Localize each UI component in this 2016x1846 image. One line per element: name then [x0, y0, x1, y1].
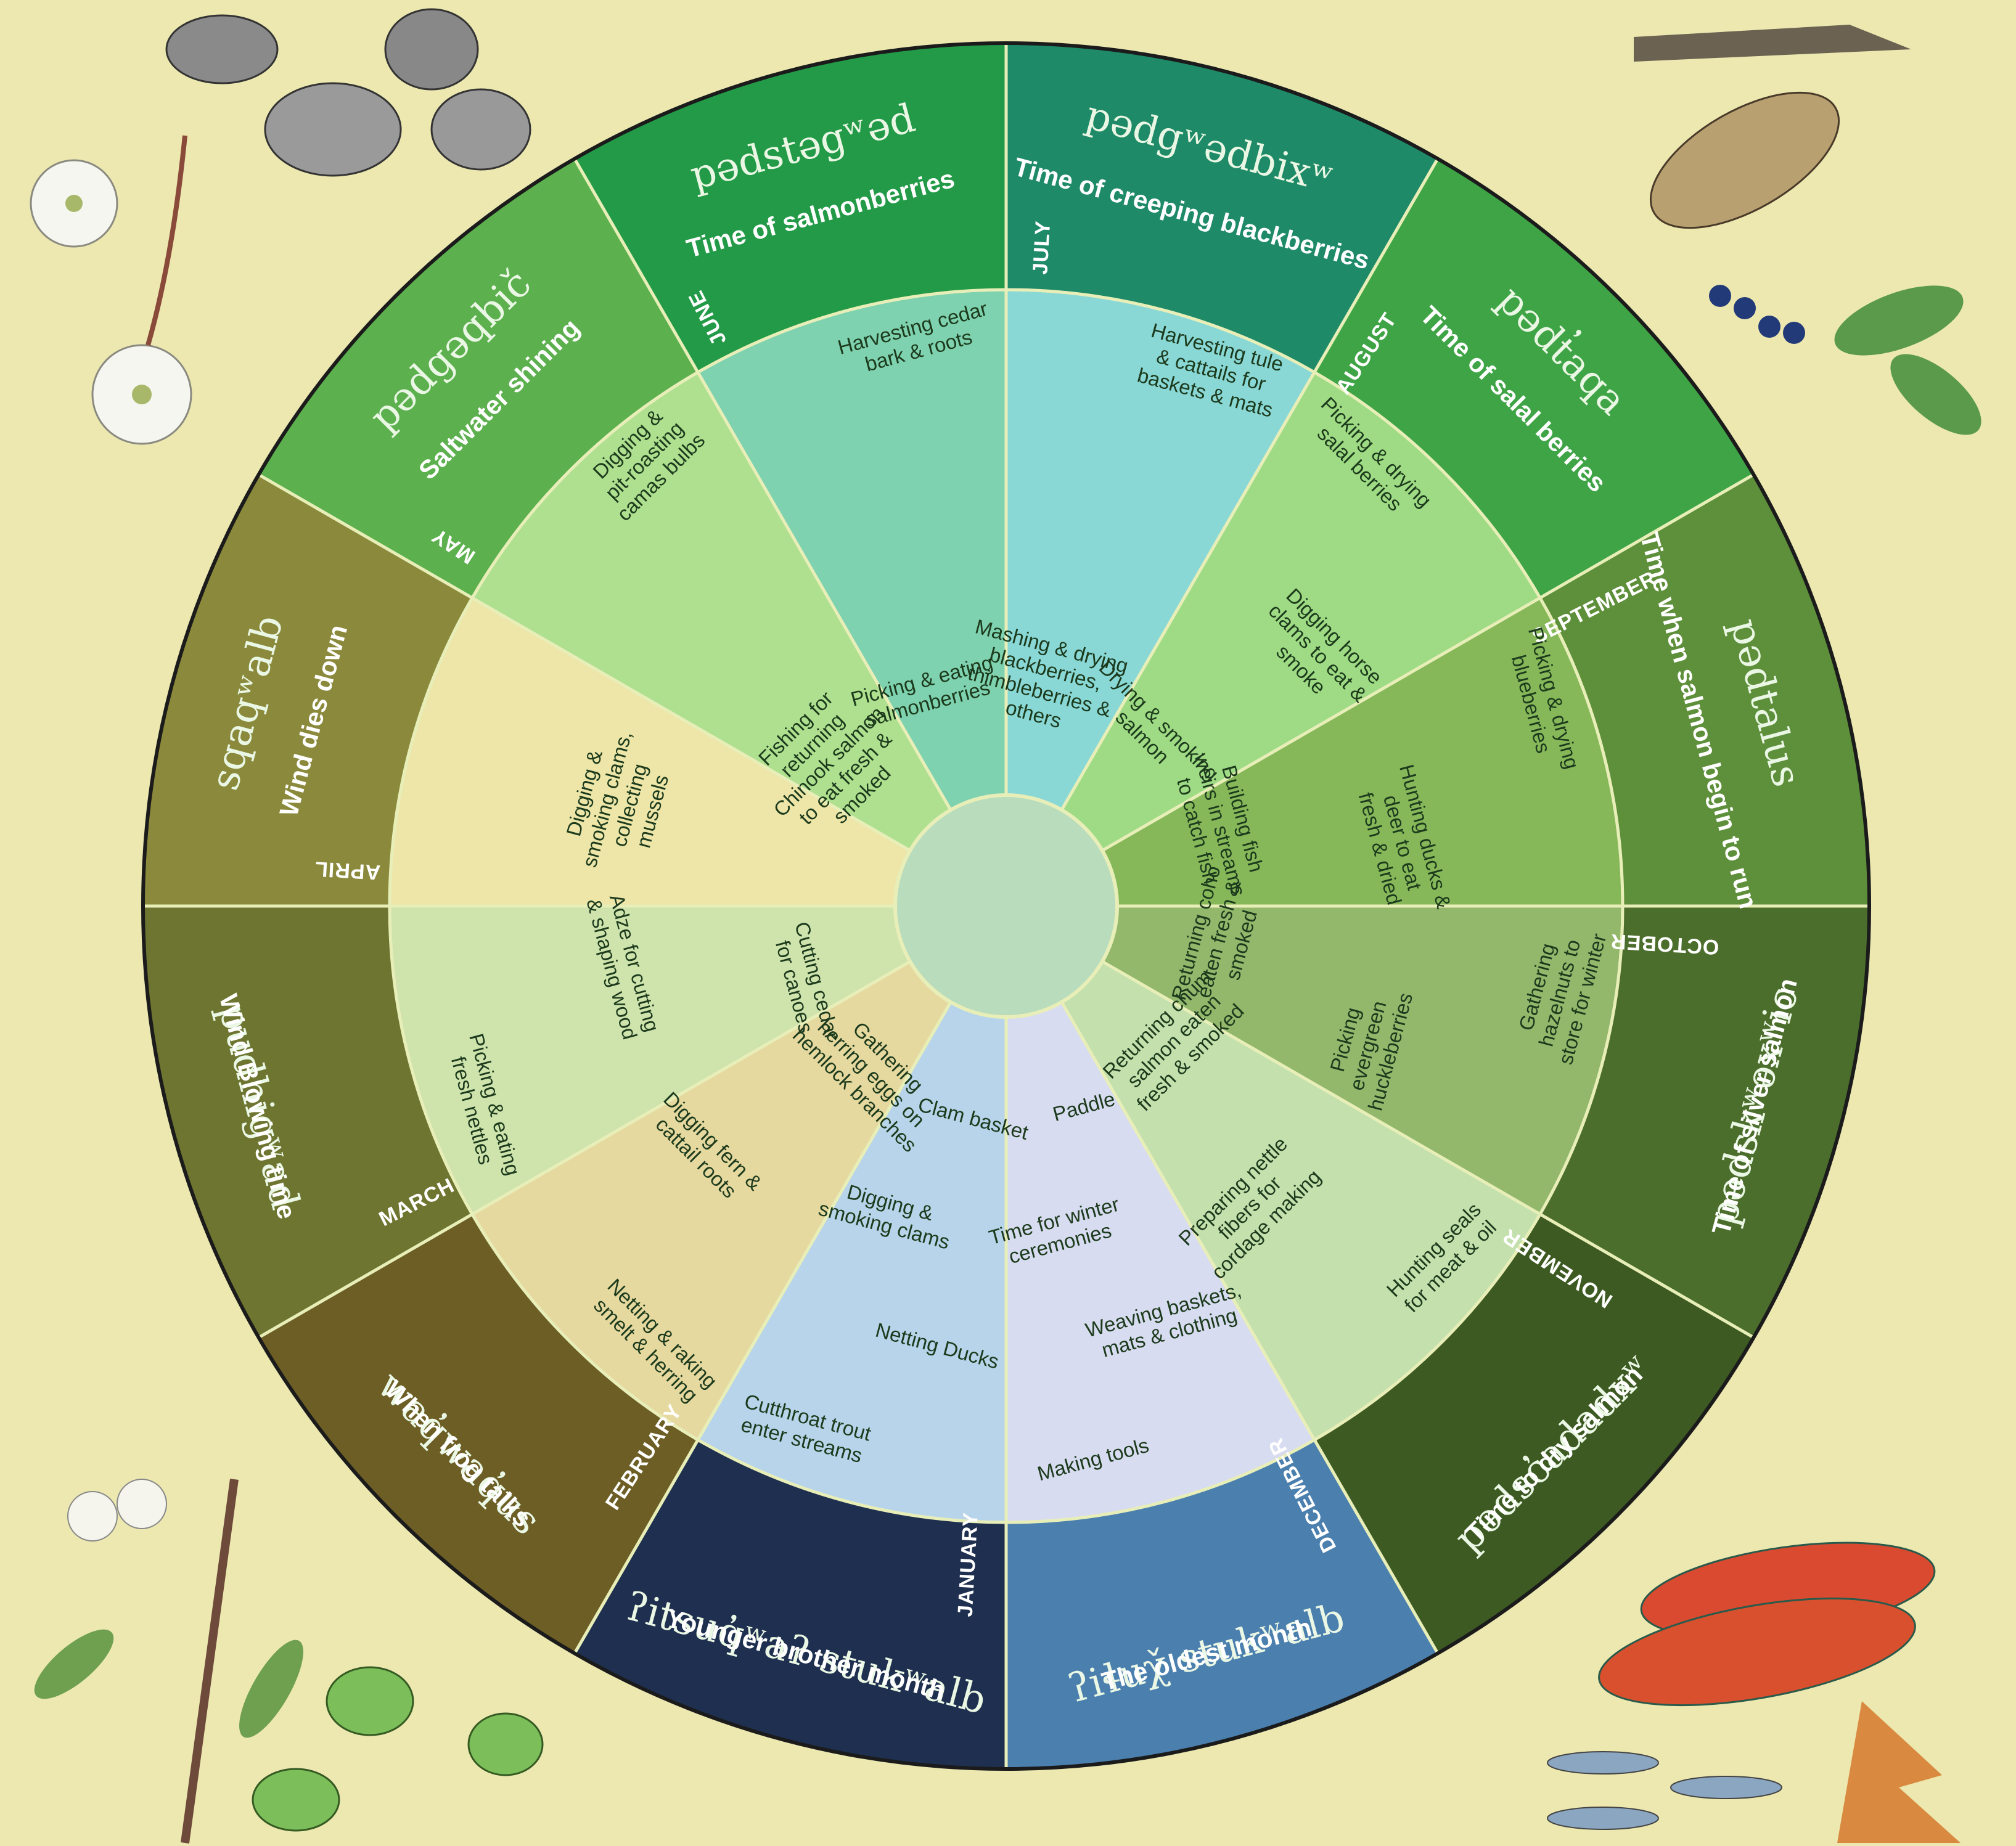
activity-may-0: Fishing forreturningChinook salmonto eat…: [736, 669, 922, 854]
month-label-january: JANUARY: [954, 1511, 983, 1617]
dogwood-flower-icon: [30, 135, 192, 445]
activity-wedges: [388, 288, 1625, 1524]
outer-ring: [141, 41, 1871, 1771]
month-bands: [141, 41, 1871, 1771]
salal-berries-icon: [1709, 285, 1981, 435]
month-label-july: JULY: [1028, 220, 1055, 276]
thrush-bird-icon: [1634, 25, 1911, 229]
month-label-april: APRIL: [314, 857, 381, 884]
sockeye-salmon-icon: [1598, 1542, 1961, 1843]
decorations: [30, 8, 1981, 1844]
center-hub: [893, 793, 1119, 1019]
clam-shells-icon: [165, 8, 531, 177]
frogs-icon: [252, 1666, 544, 1832]
smelt-fish-icon: [1547, 1751, 1782, 1830]
skunk-cabbage-plant-icon: [34, 1479, 303, 1844]
